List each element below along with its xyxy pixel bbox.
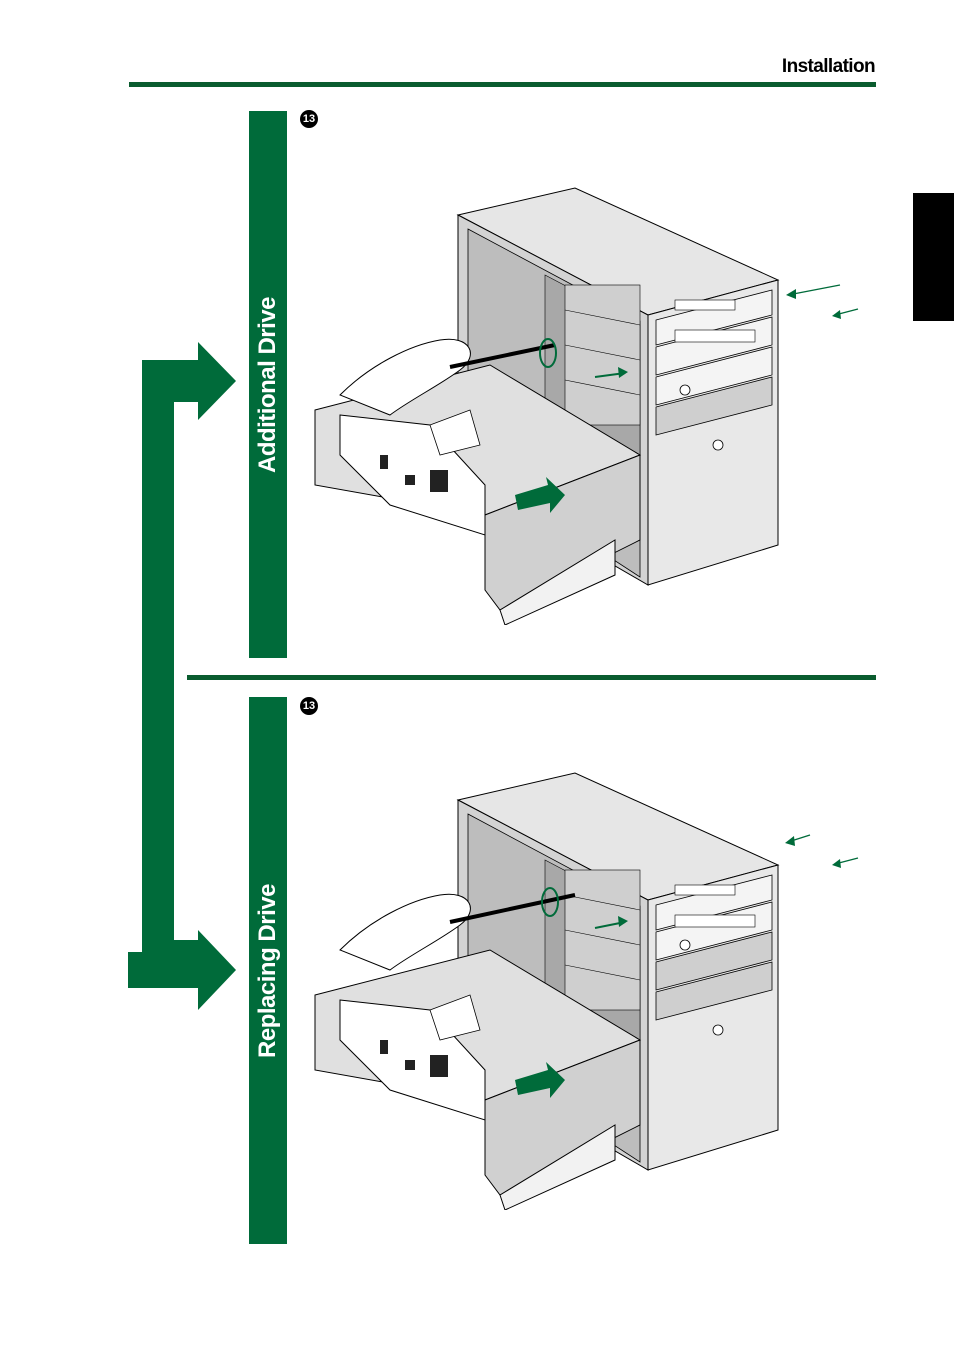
step-number-badge: 13: [300, 110, 318, 128]
chapter-tab: [913, 193, 954, 321]
section-label-replacing: Replacing Drive: [254, 884, 282, 1058]
section-label-additional: Additional Drive: [254, 296, 282, 472]
header-rule: [129, 82, 876, 87]
pc-case-install-illustration-top: [310, 185, 870, 625]
page-header-title: Installation: [782, 56, 875, 78]
section-band-additional: Additional Drive: [249, 111, 287, 658]
section-band-replacing: Replacing Drive: [249, 697, 287, 1244]
step-number-badge: 13: [300, 697, 318, 715]
section-divider: [187, 675, 876, 680]
pc-case-install-illustration-bottom: [310, 770, 870, 1210]
